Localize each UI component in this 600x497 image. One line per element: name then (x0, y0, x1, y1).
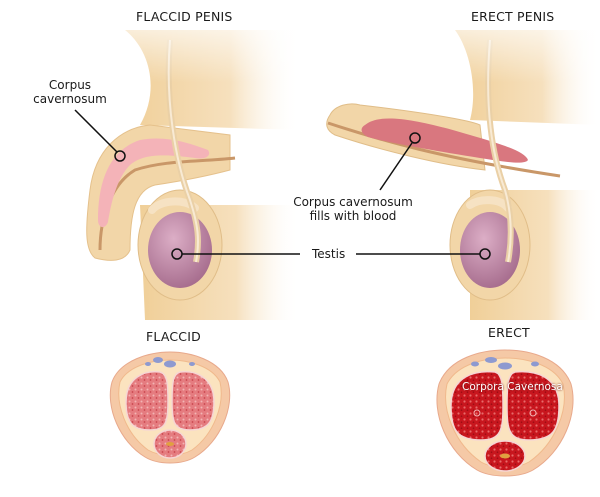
fills-line2: fills with blood (309, 209, 397, 223)
fills-with-blood-label: Corpus cavernosum fills with blood (290, 195, 416, 223)
testis-label: Testis (312, 247, 346, 261)
erect-penis-title: ERECT PENIS (471, 9, 555, 24)
flaccid-right-corpus (171, 370, 215, 431)
flaccid-cross-section (109, 351, 231, 464)
erect-left-corpus (450, 370, 504, 441)
corpus-cavernosum-line1: Corpus (48, 78, 92, 92)
flaccid-title: FLACCID (146, 329, 201, 344)
fills-line1: Corpus cavernosum (293, 195, 413, 209)
erect-right-corpus (506, 370, 560, 441)
flaccid-left-corpus (125, 370, 169, 431)
erect-title: ERECT (488, 325, 530, 340)
flaccid-penis-title: FLACCID PENIS (136, 9, 233, 24)
erect-cross-section (436, 349, 574, 477)
corpus-cavernosum-label: Corpus cavernosum (30, 78, 110, 106)
corpora-cavernosa-label: Corpora Cavernosa (462, 381, 563, 393)
corpus-cavernosum-line2: cavernosum (33, 92, 107, 106)
